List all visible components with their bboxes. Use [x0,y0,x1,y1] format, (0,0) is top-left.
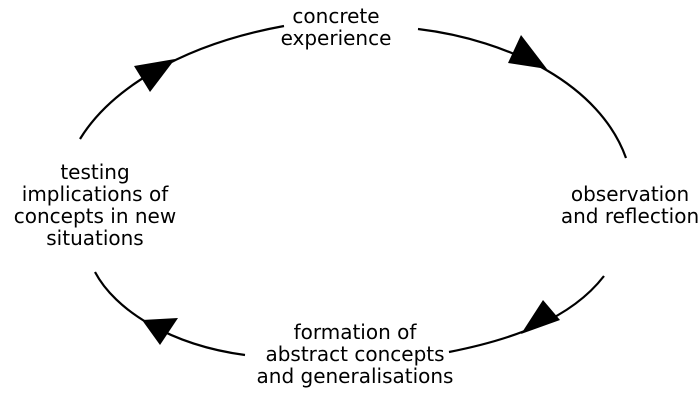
cycle-arc-bottom-right [448,275,605,354]
stage-label-abstract-concepts: formation of abstract concepts and gener… [250,321,460,387]
stage-label-concrete-experience: concrete experience [236,5,436,49]
stage-label-observation-reflection: observation and reflection [545,183,700,227]
stage-label-line: formation of [293,320,417,344]
stage-label-line: experience [280,26,392,50]
stage-label-line: testing [60,160,130,184]
stage-label-line: observation [570,182,690,206]
arrowhead-top-left-icon [134,59,175,92]
stage-label-line: concepts in new [13,204,177,228]
arrowhead-top-right-icon [508,35,547,69]
stage-label-testing-implications: testing implications of concepts in new … [0,161,190,249]
stage-label-line: concrete [292,4,380,28]
arrowhead-bottom-left-icon [142,318,178,345]
arrowhead-bottom-right-icon [521,300,560,334]
stage-label-line: implications of [21,182,169,206]
stage-label-line: and reflection [560,204,700,228]
stage-label-line: and generalisations [256,364,454,388]
stage-label-line: situations [46,226,144,250]
cycle-arc-bottom-left [94,271,246,357]
cycle-arc-top-right [417,27,628,159]
stage-label-line: abstract concepts [265,342,445,366]
